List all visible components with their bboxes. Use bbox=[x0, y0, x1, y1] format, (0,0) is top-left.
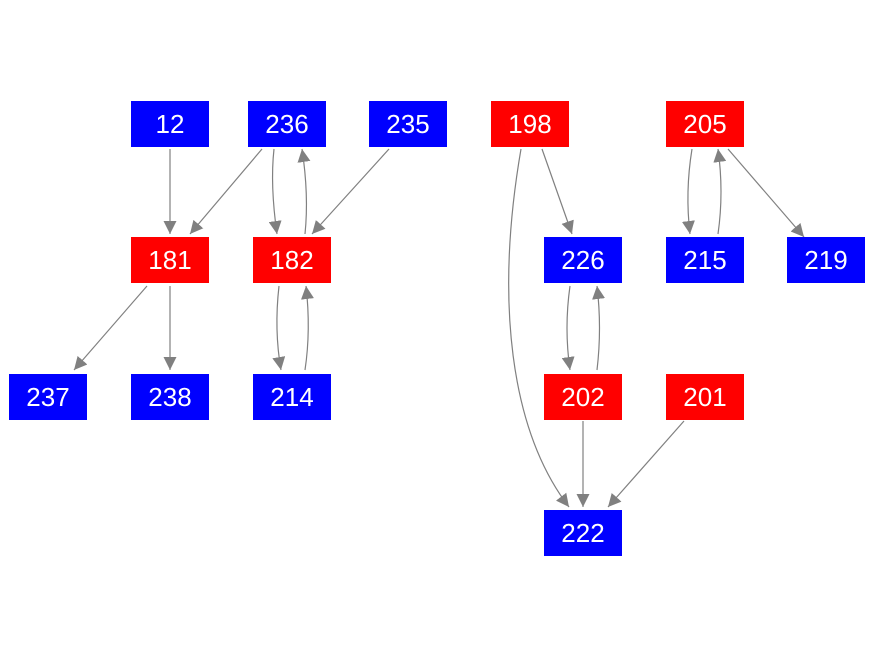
node-236: 236 bbox=[248, 101, 326, 147]
node-label: 238 bbox=[148, 381, 192, 412]
edge-181-to-237 bbox=[73, 285, 148, 371]
node-label: 201 bbox=[683, 381, 727, 412]
node-label: 222 bbox=[561, 517, 605, 548]
node-214: 214 bbox=[253, 374, 331, 420]
edge-198-to-222 bbox=[508, 148, 570, 508]
node-237: 237 bbox=[9, 374, 87, 420]
node-205: 205 bbox=[666, 101, 744, 147]
node-201: 201 bbox=[666, 374, 744, 420]
edge-236-to-182 bbox=[268, 148, 282, 235]
node-181: 181 bbox=[131, 237, 209, 283]
node-label: 214 bbox=[270, 381, 314, 412]
edge-205-to-219 bbox=[727, 148, 805, 238]
node-12: 12 bbox=[131, 101, 209, 147]
node-219: 219 bbox=[787, 237, 865, 283]
node-235: 235 bbox=[369, 101, 447, 147]
edge-215-to-205 bbox=[713, 148, 727, 235]
node-182: 182 bbox=[253, 237, 331, 283]
edge-182-to-236 bbox=[297, 148, 311, 235]
edge-236-to-181 bbox=[189, 148, 263, 235]
node-label: 226 bbox=[561, 244, 605, 275]
node-label: 235 bbox=[386, 108, 430, 139]
node-label: 181 bbox=[148, 244, 192, 275]
node-215: 215 bbox=[666, 237, 744, 283]
edge-235-to-182 bbox=[311, 148, 390, 235]
node-198: 198 bbox=[491, 101, 569, 147]
edge-198-to-226 bbox=[541, 148, 574, 235]
node-label: 237 bbox=[26, 381, 70, 412]
node-202: 202 bbox=[544, 374, 622, 420]
node-label: 219 bbox=[804, 244, 848, 275]
edge-182-to-214 bbox=[272, 285, 286, 371]
node-label: 236 bbox=[265, 108, 309, 139]
node-label: 182 bbox=[270, 244, 314, 275]
edge-202-to-226 bbox=[592, 285, 605, 371]
node-label: 12 bbox=[155, 108, 185, 139]
node-label: 202 bbox=[561, 381, 605, 412]
edge-205-to-215 bbox=[682, 148, 695, 235]
node-label: 215 bbox=[683, 244, 727, 275]
node-label: 205 bbox=[683, 108, 727, 139]
node-label: 198 bbox=[508, 108, 552, 139]
node-222: 222 bbox=[544, 510, 622, 556]
node-226: 226 bbox=[544, 237, 622, 283]
node-238: 238 bbox=[131, 374, 209, 420]
edge-201-to-222 bbox=[607, 420, 685, 508]
edge-214-to-182 bbox=[301, 285, 314, 371]
edge-226-to-202 bbox=[561, 285, 575, 371]
